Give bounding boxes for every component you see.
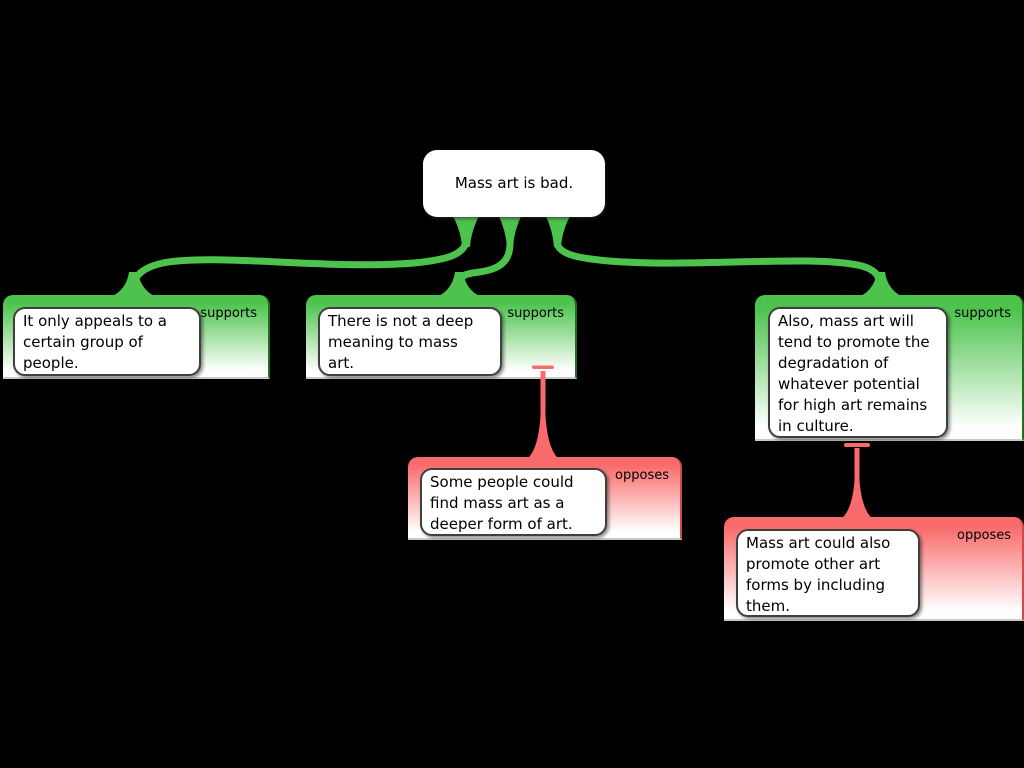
root-claim-node[interactable]: Mass art is bad. (423, 150, 605, 217)
relation-badge-opposes-1: opposes (615, 468, 669, 483)
edge-root-to-reason2-curve (455, 242, 514, 291)
relation-badge-opposes-2: opposes (957, 528, 1011, 543)
edge-root-stem-left (452, 214, 480, 247)
objection-node-2[interactable]: opposes Mass art could also promote othe… (724, 517, 1024, 621)
claim-box-reason-2[interactable]: There is not a deep meaning to mass art. (318, 307, 502, 376)
relation-badge-supports-2: supports (507, 306, 564, 321)
objection-node-1[interactable]: opposes Some people could find mass art … (408, 457, 682, 540)
claim-box-objection-2[interactable]: Mass art could also promote other art fo… (736, 529, 920, 617)
claim-box-reason-1[interactable]: It only appeals to a certain group of pe… (13, 307, 201, 376)
edge-root-stem-right (545, 214, 571, 247)
relation-badge-supports-3: supports (954, 306, 1011, 321)
relation-badge-supports-1: supports (200, 306, 257, 321)
reason-node-1[interactable]: supports It only appeals to a certain gr… (3, 295, 270, 379)
claim-text-objection-1: Some people could find mass art as a dee… (430, 473, 574, 533)
edge-objection2-trumpet (838, 470, 876, 521)
edge-reason3-oppose-bar (844, 443, 870, 447)
root-claim-text: Mass art is bad. (454, 174, 574, 192)
claim-box-reason-3[interactable]: Also, mass art will tend to promote the … (768, 307, 948, 438)
reason-node-3[interactable]: supports Also, mass art will tend to pro… (755, 295, 1024, 441)
edge-root-to-reason1-curve (130, 241, 470, 294)
claim-text-objection-2: Mass art could also promote other art fo… (746, 534, 891, 615)
edge-objection1-trumpet (524, 404, 562, 461)
claim-text-reason-1: It only appeals to a certain group of pe… (23, 312, 167, 372)
claim-box-objection-1[interactable]: Some people could find mass art as a dee… (420, 468, 607, 536)
claim-text-reason-3: Also, mass art will tend to promote the … (778, 312, 930, 435)
reason-node-2[interactable]: supports There is not a deep meaning to … (306, 295, 577, 379)
edge-root-to-reason3-curve (553, 241, 885, 294)
edge-root-stem-middle (498, 214, 522, 247)
claim-text-reason-2: There is not a deep meaning to mass art. (328, 312, 474, 372)
